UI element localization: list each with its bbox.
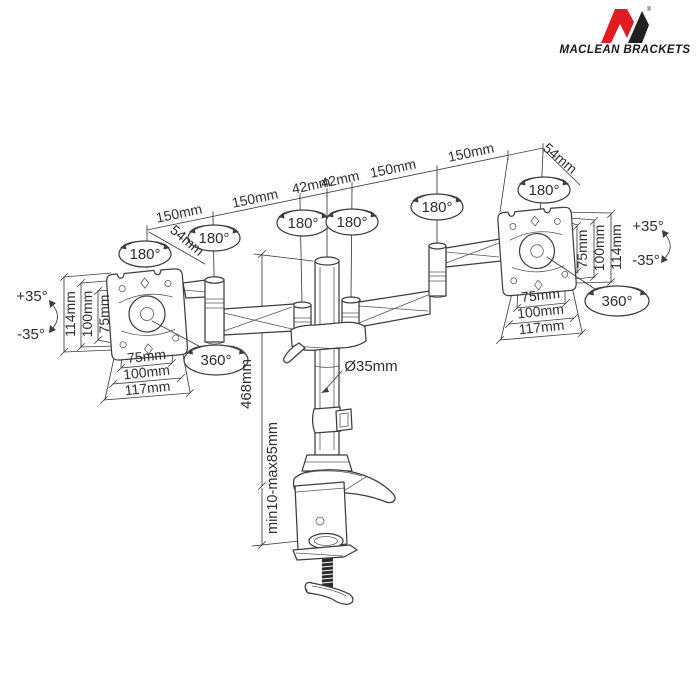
- swivel-label: 180°: [287, 215, 318, 232]
- swivel-label: 180°: [421, 199, 452, 216]
- right-plate-height-114: 114mm: [608, 224, 624, 270]
- desk-clamp: [292, 481, 358, 605]
- right-vesa-plate: [496, 206, 578, 297]
- left-arm: [182, 279, 295, 336]
- swivel-label: 180°: [528, 182, 559, 199]
- tension-lever: [283, 342, 306, 364]
- brand-name: MACLEAN BRACKETS: [560, 44, 691, 56]
- logo-m-red: [601, 9, 634, 43]
- left-plate-width-117: 117mm: [124, 378, 171, 399]
- tilt-down-label: -35°: [17, 326, 45, 343]
- dim-pole-height: 468mm: [238, 359, 255, 409]
- swivel-badge-1: 180°: [118, 240, 172, 268]
- right-360-leader: [546, 256, 602, 294]
- rotation-badge-right: 360°: [584, 285, 650, 317]
- swivel-badge-5: 180°: [410, 193, 464, 221]
- brand-logo: ® MACLEAN BRACKETS: [560, 6, 691, 56]
- right-plate-vesa-100v: 100mm: [591, 225, 607, 272]
- left-tilt-annotation: +35° -35°: [16, 288, 58, 343]
- swivel-label: 180°: [129, 246, 160, 263]
- logo-m-black: [628, 11, 649, 43]
- dim-clamp-range: min10-max85mm: [265, 422, 281, 534]
- tilt-down-label: -35°: [632, 252, 660, 269]
- right-plate-width-117: 117mm: [518, 317, 565, 338]
- dim-hub-offset-2: 42mm: [319, 167, 360, 191]
- left-54mm-segment: [148, 231, 206, 265]
- right-arm: [358, 238, 502, 328]
- left-plate-vesa-100h: 100mm: [122, 362, 170, 383]
- dim-arm-length-4: 150mm: [446, 139, 495, 164]
- right-tilt-annotation: +35° -35°: [632, 218, 671, 269]
- dim-pole-diameter: Ø35mm: [344, 358, 397, 375]
- tilt-up-label: +35°: [16, 288, 47, 305]
- swivel-badge-6: 180°: [517, 176, 571, 204]
- rotation-badge-left: 360°: [183, 344, 249, 376]
- clamp-handle: [304, 581, 354, 605]
- swivel-badge-3: 180°: [276, 209, 330, 237]
- right-54mm-segment: [543, 149, 581, 186]
- dim-arm-length-2: 150mm: [230, 185, 279, 210]
- mount-assembly: [105, 206, 578, 605]
- left-plate-height-114: 114mm: [62, 291, 78, 337]
- left-plate-vesa-100v: 100mm: [79, 291, 95, 338]
- right-plate-vesa-75h: 75mm: [520, 285, 560, 305]
- registered-mark: ®: [647, 6, 652, 13]
- dim-right-offset: 54mm: [540, 140, 580, 177]
- pole-collar: [290, 321, 367, 351]
- dim-arm-length-3: 150mm: [368, 155, 417, 180]
- clamp-screw-rod: [322, 558, 333, 588]
- swivel-badge-2: 180°: [187, 224, 241, 252]
- swivel-label: 180°: [198, 230, 229, 247]
- right-plate-vesa-100h: 100mm: [516, 301, 564, 322]
- left-plate-vesa-75h: 75mm: [126, 346, 166, 366]
- left-elbow-joint: [204, 276, 225, 345]
- rotation-label: 360°: [601, 293, 632, 310]
- right-plate-vesa-75v: 75mm: [574, 230, 590, 269]
- cable-clip: [312, 406, 353, 434]
- tilt-up-label: +35°: [632, 218, 663, 235]
- swivel-badge-4: 180°: [325, 208, 379, 236]
- left-vesa-plate: [105, 267, 189, 362]
- right-elbow-joint: [428, 242, 447, 298]
- dim-hub-offset-1: 42mm: [290, 173, 331, 197]
- swivel-label: 180°: [336, 214, 367, 231]
- rotation-label: 360°: [200, 352, 231, 369]
- left-plate-vesa-75v: 75mm: [96, 295, 112, 334]
